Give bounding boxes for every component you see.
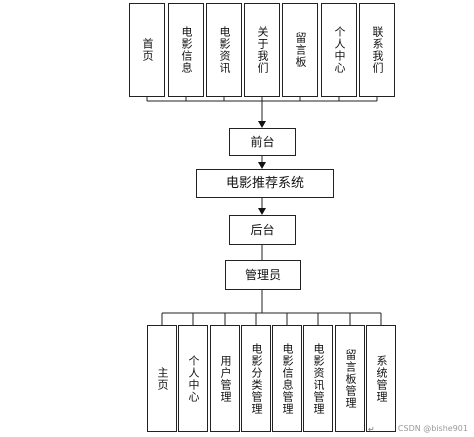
bottom-node-movie-news-management: 电影资讯管理 (303, 325, 333, 432)
node-label: 留言板 (294, 32, 307, 68)
node-label: 留言板管理 (344, 348, 357, 409)
admin-node: 管理员 (225, 260, 301, 290)
bottom-node-personal-center: 个人中心 (178, 325, 208, 432)
top-node-contact-us: 联系我们 (359, 3, 395, 97)
node-label: 系统管理 (375, 354, 388, 403)
node-label: 电影资讯管理 (312, 342, 325, 415)
node-label: 个人中心 (187, 354, 200, 403)
node-label: 关于我们 (256, 26, 269, 74)
backend-node: 后台 (229, 215, 296, 245)
node-label: 电影资讯 (218, 26, 231, 74)
node-label: 后台 (250, 222, 275, 237)
top-node-about-us: 关于我们 (244, 3, 280, 97)
node-label: 用户管理 (219, 354, 232, 403)
node-label: 管理员 (244, 267, 281, 282)
node-label: 电影分类管理 (250, 342, 263, 415)
node-label: 前台 (250, 134, 275, 149)
top-node-home: 首页 (129, 3, 165, 97)
node-label: 主页 (156, 366, 169, 391)
bottom-node-user-management: 用户管理 (210, 325, 240, 432)
top-node-movie-info: 电影信息 (168, 3, 204, 97)
node-label: 电影推荐系统 (225, 176, 304, 191)
top-node-message-board: 留言板 (282, 3, 318, 97)
bottom-node-message-board-management: 留言板管理 (335, 325, 365, 432)
bottom-node-movie-info-management: 电影信息管理 (272, 325, 302, 432)
bottom-node-system-management: 系统管理 (366, 325, 396, 432)
watermark: CSDN @bishe901 (397, 424, 468, 433)
top-node-personal-center: 个人中心 (321, 3, 357, 97)
system-node: 电影推荐系统 (196, 169, 334, 198)
node-label: 电影信息管理 (281, 342, 294, 415)
node-label: 电影信息 (180, 26, 193, 74)
node-label: 个人中心 (333, 26, 346, 74)
bottom-node-home: 主页 (147, 325, 177, 432)
node-label: 联系我们 (371, 26, 384, 74)
top-node-movie-news: 电影资讯 (206, 3, 242, 97)
node-label: 首页 (141, 38, 154, 62)
frontend-node: 前台 (229, 128, 296, 156)
bottom-node-category-management: 电影分类管理 (241, 325, 271, 432)
paragraph-mark: ↵ (368, 425, 375, 434)
